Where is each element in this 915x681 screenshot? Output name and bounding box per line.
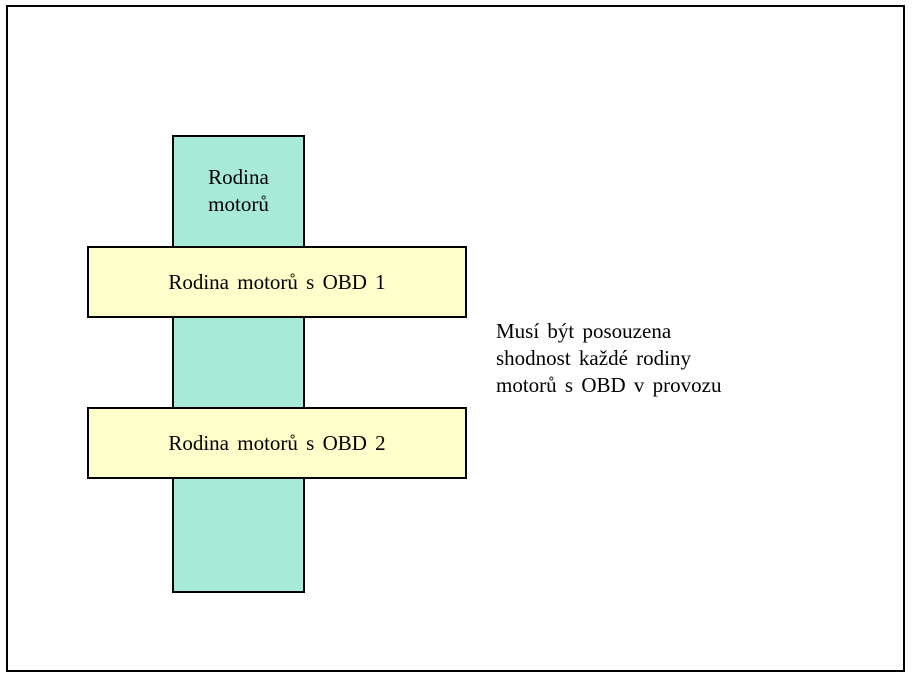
conformity-note-line-2: shodnost každé rodiny xyxy=(496,346,691,370)
conformity-note-line-3: motorů s OBD v provozu xyxy=(496,373,722,397)
obd-family-label-2: Rodina motorů s OBD 2 xyxy=(168,430,386,455)
conformity-note: Musí být posouzena shodnost každé rodiny… xyxy=(496,318,826,399)
conformity-note-line-1: Musí být posouzena xyxy=(496,319,672,343)
obd-family-label-1: Rodina motorů s OBD 1 xyxy=(168,269,386,294)
engine-family-label-line-2: motorů xyxy=(208,192,269,216)
engine-family-label: Rodina motorů xyxy=(172,164,305,218)
engine-family-label-line-1: Rodina xyxy=(208,165,269,189)
obd-family-box-1: Rodina motorů s OBD 1 xyxy=(87,246,467,318)
diagram-frame xyxy=(6,5,905,672)
obd-family-box-2: Rodina motorů s OBD 2 xyxy=(87,407,467,479)
engine-family-bar xyxy=(172,135,305,593)
